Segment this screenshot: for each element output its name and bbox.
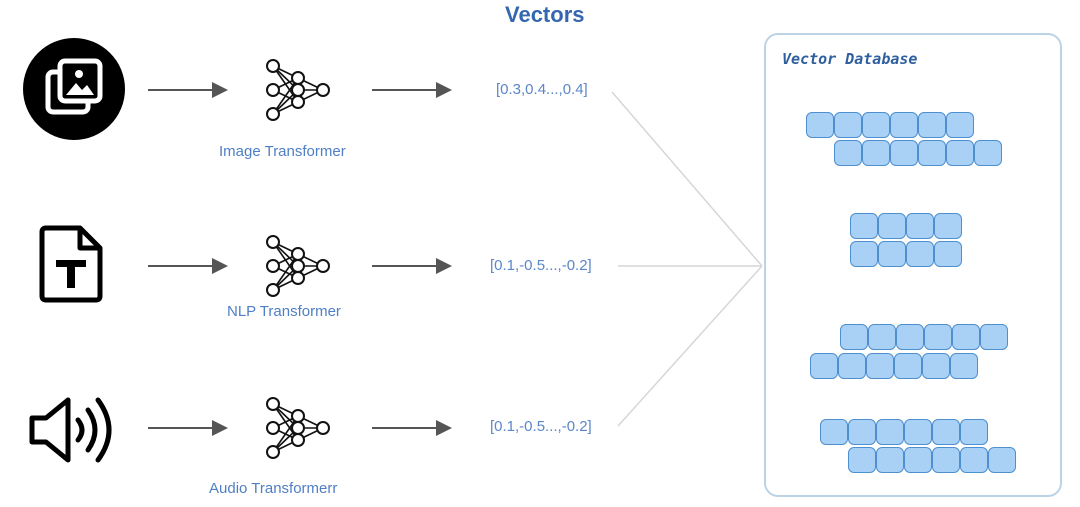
- vector-cell: [918, 140, 946, 166]
- vector-cell: [850, 241, 878, 267]
- vector-cell: [862, 140, 890, 166]
- vector-cell: [890, 140, 918, 166]
- vector-cell: [806, 112, 834, 138]
- vector-cell: [950, 353, 978, 379]
- transformer-label-image: Image Transformer: [219, 143, 346, 160]
- vector-cell: [904, 419, 932, 445]
- vector-cell: [876, 419, 904, 445]
- vector-cell: [834, 112, 862, 138]
- text-document-icon: [39, 225, 103, 303]
- diagram-header: Vectors: [505, 2, 585, 27]
- vector-cell: [980, 324, 1008, 350]
- neural-network-icon: [266, 397, 330, 459]
- vector-cell: [862, 112, 890, 138]
- vector-output-nlp: [0.1,-0.5...,-0.2]: [490, 257, 592, 274]
- vector-cell: [904, 447, 932, 473]
- vector-cell: [946, 112, 974, 138]
- vector-cell: [932, 447, 960, 473]
- vector-cell: [848, 447, 876, 473]
- vector-cell: [906, 241, 934, 267]
- vector-output-image: [0.3,0.4...,0.4]: [496, 81, 588, 98]
- transformer-label-nlp: NLP Transformer: [227, 303, 341, 320]
- vector-cell: [866, 353, 894, 379]
- converge-line-1: [611, 91, 763, 267]
- vector-cell: [934, 241, 962, 267]
- neural-network-icon: [266, 59, 330, 121]
- vector-output-audio: [0.1,-0.5...,-0.2]: [490, 418, 592, 435]
- vector-cell: [838, 353, 866, 379]
- vector-cell: [820, 419, 848, 445]
- vector-cell: [906, 213, 934, 239]
- vector-cell: [922, 353, 950, 379]
- vector-cell: [878, 241, 906, 267]
- vector-cell: [868, 324, 896, 350]
- speaker-sound-icon: [29, 397, 112, 463]
- vector-cell: [896, 324, 924, 350]
- neural-network-icon: [266, 235, 330, 297]
- vector-cell: [988, 447, 1016, 473]
- vector-cell: [890, 112, 918, 138]
- vector-database-box: [764, 33, 1062, 497]
- vector-cell: [894, 353, 922, 379]
- vector-cell: [918, 112, 946, 138]
- vector-cell: [834, 140, 862, 166]
- vector-cell: [840, 324, 868, 350]
- vector-cell: [960, 419, 988, 445]
- transformer-label-audio: Audio Transformerr: [209, 480, 338, 497]
- vector-cell: [878, 213, 906, 239]
- vector-cell: [848, 419, 876, 445]
- vector-cell: [850, 213, 878, 239]
- vector-cell: [960, 447, 988, 473]
- vector-cell: [934, 213, 962, 239]
- vector-cell: [974, 140, 1002, 166]
- vector-cell: [932, 419, 960, 445]
- converge-line-3: [617, 265, 763, 427]
- vector-cell: [876, 447, 904, 473]
- vector-cell: [924, 324, 952, 350]
- vector-cell: [952, 324, 980, 350]
- vector-cell: [810, 353, 838, 379]
- image-icon: [23, 38, 125, 140]
- vector-cell: [946, 140, 974, 166]
- vector-database-title: Vector Database: [782, 50, 918, 68]
